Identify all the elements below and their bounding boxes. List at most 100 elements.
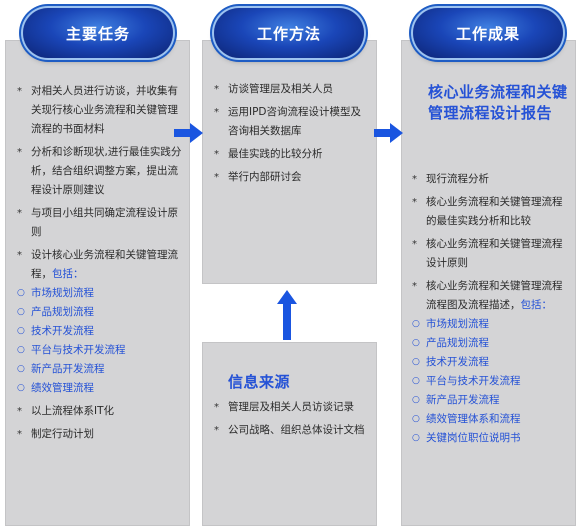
sources-panel: [202, 342, 377, 526]
tasks-title: 主要任务: [65, 24, 130, 43]
tasks-item-text: 绩效管理流程: [31, 382, 94, 394]
results-item: * 现行流程分析: [412, 170, 572, 189]
ring-bullet-icon: ○: [412, 319, 420, 329]
ring-bullet-icon: ○: [17, 307, 25, 317]
star-bullet-icon: *: [17, 147, 22, 158]
results-item: ○ 平台与技术开发流程: [412, 372, 572, 391]
tasks-item: *分析和诊断现状,进行最佳实践分析，结合组织调整方案，提出流程设计原则建议: [17, 143, 183, 200]
tasks-item-text: 平台与技术开发流程: [31, 344, 126, 356]
methods-title: 工作方法: [256, 24, 321, 43]
tasks-item-text: 对相关人员进行访谈，并收集有关现行核心业务流程和关键管理流程的书面材料: [31, 85, 178, 135]
tasks-item: ○ 新产品开发流程: [17, 360, 183, 379]
tasks-item-text: 技术开发流程: [31, 325, 94, 337]
results-item: * 核心业务流程和关键管理流程流程图及流程描述，包括：: [412, 277, 572, 315]
results-item-highlight: 包括：: [520, 299, 553, 311]
tasks-item-text: 产品规划流程: [31, 306, 94, 318]
tasks-item: * 制定行动计划: [17, 425, 183, 444]
star-bullet-icon: *: [412, 281, 417, 292]
tasks-item: ○ 市场规划流程: [17, 284, 183, 303]
tasks-item-text: 以上流程体系IT化: [31, 405, 115, 417]
tasks-item: * 以上流程体系IT化: [17, 402, 183, 421]
star-bullet-icon: *: [17, 208, 22, 219]
up-arrow-icon: [277, 290, 297, 340]
methods-item: * 举行内部研讨会: [214, 168, 371, 187]
right-arrow-icon: [374, 123, 403, 143]
right-arrow-icon: [174, 123, 203, 143]
tasks-list: * 对相关人员进行访谈，并收集有关现行核心业务流程和关键管理流程的书面材料 *分析和…: [17, 82, 183, 444]
methods-item: * 运用IPD咨询流程设计模型及咨询相关数据库: [214, 103, 371, 141]
results-item: ○绩效管理体系和流程: [412, 410, 572, 429]
tasks-item: * 设计核心业务流程和关键管理流程，包括：: [17, 246, 183, 284]
results-header: 工作成果: [413, 8, 563, 58]
results-list: *现行流程分析*核心业务流程和关键管理流程的最佳实践分析和比较*核心业务流程和关…: [412, 170, 572, 448]
results-item-text: 核心业务流程和关键管理流程流程图及流程描述，: [426, 280, 563, 311]
ring-bullet-icon: ○: [412, 357, 420, 367]
star-bullet-icon: *: [17, 250, 22, 261]
ring-bullet-icon: ○: [412, 376, 420, 386]
ring-bullet-icon: ○: [17, 364, 25, 374]
results-item-text: 平台与技术开发流程: [426, 375, 521, 387]
tasks-panel: [5, 40, 190, 526]
results-item-text: 市场规划流程: [426, 318, 489, 330]
results-item-text: 现行流程分析: [426, 173, 489, 185]
results-item-text: 核心业务流程和关键管理流程设计原则: [426, 238, 563, 269]
tasks-item: ○ 产品规划流程: [17, 303, 183, 322]
methods-item: * 访谈管理层及相关人员: [214, 80, 371, 99]
tasks-item-text: 设计核心业务流程和关键管理流程，: [31, 249, 178, 280]
ring-bullet-icon: ○: [412, 395, 420, 405]
methods-panel: [202, 40, 377, 284]
results-item: *核心业务流程和关键管理流程设计原则: [412, 235, 572, 273]
results-item-text: 产品规划流程: [426, 337, 489, 349]
results-item-text: 关键岗位职位说明书: [426, 432, 521, 444]
tasks-header: 主要任务: [23, 8, 173, 58]
sources-item-text: 公司战略、组织总体设计文档: [228, 424, 365, 436]
star-bullet-icon: *: [17, 86, 22, 97]
results-item-text: 绩效管理体系和流程: [426, 413, 521, 425]
results-panel: [401, 40, 576, 526]
methods-item-text: 最佳实践的比较分析: [228, 148, 323, 160]
tasks-item-text: 制定行动计划: [31, 428, 94, 440]
tasks-item-text: 与项目小组共同确定流程设计原则: [31, 207, 178, 238]
results-item-text: 技术开发流程: [426, 356, 489, 368]
ring-bullet-icon: ○: [17, 345, 25, 355]
star-bullet-icon: *: [214, 402, 219, 413]
star-bullet-icon: *: [214, 172, 219, 183]
tasks-item-text: 市场规划流程: [31, 287, 94, 299]
results-item: ○关键岗位职位说明书: [412, 429, 572, 448]
results-title: 工作成果: [455, 24, 520, 43]
ring-bullet-icon: ○: [17, 288, 25, 298]
methods-item-text: 运用IPD咨询流程设计模型及咨询相关数据库: [228, 106, 362, 137]
star-bullet-icon: *: [214, 425, 219, 436]
results-item: * 核心业务流程和关键管理流程的最佳实践分析和比较: [412, 193, 572, 231]
sources-list: * 管理层及相关人员访谈记录 * 公司战略、组织总体设计文档: [214, 398, 371, 440]
methods-header: 工作方法: [214, 8, 364, 58]
tasks-item: ○ 平台与技术开发流程: [17, 341, 183, 360]
star-bullet-icon: *: [214, 84, 219, 95]
results-subtitle: 核心业务流程和关键管理流程设计报告: [428, 83, 568, 122]
methods-list: * 访谈管理层及相关人员 * 运用IPD咨询流程设计模型及咨询相关数据库 * 最佳实践的比…: [214, 80, 371, 187]
ring-bullet-icon: ○: [17, 383, 25, 393]
star-bullet-icon: *: [412, 197, 417, 208]
methods-item-text: 访谈管理层及相关人员: [228, 83, 333, 95]
sources-item: * 公司战略、组织总体设计文档: [214, 421, 371, 440]
results-item-text: 新产品开发流程: [426, 394, 500, 406]
ring-bullet-icon: ○: [17, 326, 25, 336]
star-bullet-icon: *: [214, 149, 219, 160]
results-item-text: 核心业务流程和关键管理流程的最佳实践分析和比较: [426, 196, 563, 227]
star-bullet-icon: *: [17, 406, 22, 417]
results-item: ○ 新产品开发流程: [412, 391, 572, 410]
sources-item: * 管理层及相关人员访谈记录: [214, 398, 371, 417]
results-item: ○ 市场规划流程: [412, 315, 572, 334]
results-item: ○ 技术开发流程: [412, 353, 572, 372]
tasks-item-highlight: 包括：: [52, 268, 84, 280]
tasks-item: * 对相关人员进行访谈，并收集有关现行核心业务流程和关键管理流程的书面材料: [17, 82, 183, 139]
star-bullet-icon: *: [412, 174, 417, 185]
tasks-item: ○ 绩效管理流程: [17, 379, 183, 398]
ring-bullet-icon: ○: [412, 338, 420, 348]
tasks-item-text: 新产品开发流程: [31, 363, 105, 375]
star-bullet-icon: *: [17, 429, 22, 440]
results-item: ○ 产品规划流程: [412, 334, 572, 353]
methods-item-text: 举行内部研讨会: [228, 171, 302, 183]
star-bullet-icon: *: [214, 107, 219, 118]
sources-item-text: 管理层及相关人员访谈记录: [228, 401, 354, 413]
